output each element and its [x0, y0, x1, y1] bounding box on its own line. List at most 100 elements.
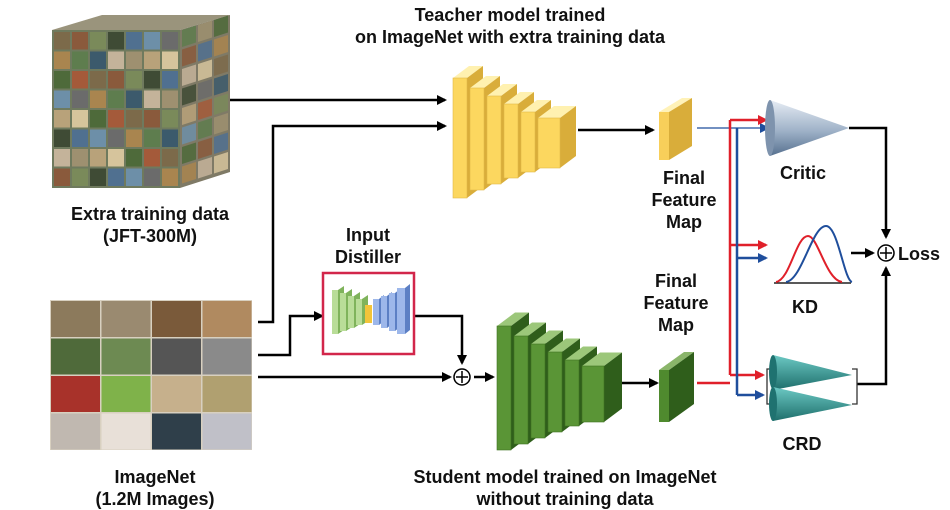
extra-data-caption-line2: (JFT-300M) [102, 226, 198, 246]
cube-photo-tile [162, 51, 178, 69]
cube-photo-tile [54, 168, 70, 186]
imagenet-caption: ImageNet (1.2M Images) [70, 466, 240, 510]
cube-side-tile [198, 137, 212, 159]
cube-photo-tile [126, 149, 142, 167]
cube-side-tile [214, 93, 228, 115]
cube-photo-tile [126, 129, 142, 147]
teacher-layer [537, 117, 561, 169]
imagenet-photo-tile [152, 338, 201, 375]
cube-photo-tile [126, 110, 142, 128]
imagenet-photo-tile [51, 376, 100, 412]
cube-photo-tile [72, 168, 88, 186]
student-caption-line2: without training data [476, 489, 654, 509]
cube-photo-tile [108, 51, 124, 69]
student-layer-top [514, 322, 546, 336]
cube-photo-tile [90, 129, 106, 147]
cube-photo-tile [126, 51, 142, 69]
imagenet-photo-tile [101, 338, 151, 375]
student-layer [564, 359, 580, 427]
cube-photo-tile [54, 110, 70, 128]
distiller-encoder-layer [348, 296, 354, 328]
student-layer-top [565, 346, 597, 360]
teacher-network [452, 66, 576, 199]
imagenet-photo-tile [101, 413, 151, 450]
cube-photo-tile [90, 32, 106, 50]
cube-photo-tile [162, 149, 178, 167]
cube-side-tile [182, 64, 196, 86]
teacher-feature-line3: Map [666, 212, 702, 232]
cube-side-tile [214, 113, 228, 135]
distiller-encoder-layer [356, 299, 362, 325]
sum-node-icon [453, 368, 471, 386]
teacher-layer-top [470, 76, 500, 88]
loss-label: Loss [898, 244, 941, 264]
cube-photo-tile [144, 149, 160, 167]
imagenet-caption-line1: ImageNet [114, 467, 196, 487]
cube-photo-tile [126, 90, 142, 108]
cube-photo-tile [162, 71, 178, 89]
distiller-decoder-layer [381, 296, 387, 328]
cube-photo-tile [108, 110, 124, 128]
imagenet-photo-tile [202, 413, 252, 450]
cube-photo-tile [72, 71, 88, 89]
cube-photo-tile [108, 129, 124, 147]
imagenet-mosaic-icon [50, 300, 252, 450]
extra-data-cube-icon [52, 15, 230, 188]
student-feature-line3: Map [658, 315, 694, 335]
cube-photo-tile [54, 51, 70, 69]
cube-photo-tile [90, 90, 106, 108]
teacher-layer-side [560, 106, 576, 168]
extra-data-caption: Extra training data (JFT-300M) [40, 203, 260, 247]
teacher-caption: Teacher model trained on ImageNet with e… [320, 4, 700, 48]
imagenet-photo-tile [152, 376, 201, 412]
imagenet-caption-line2: (1.2M Images) [95, 489, 215, 509]
teacher-layer-top [504, 92, 534, 104]
cube-photo-tile [54, 149, 70, 167]
cube-photo-tile [162, 168, 178, 186]
cube-photo-tile [144, 129, 160, 147]
teacher-feature-line1: Final [662, 168, 705, 188]
crd-label: CRD [782, 434, 822, 454]
cube-photo-tile [162, 32, 178, 50]
cube-photo-tile [108, 168, 124, 186]
cube-side-tile [182, 84, 196, 106]
cube-side-tile [182, 25, 196, 47]
teacher-feature-caption: Final Feature Map [634, 167, 734, 233]
imagenet-photo-tile [202, 376, 252, 412]
cube-side-tile [198, 59, 212, 81]
teacher-caption-line1: Teacher model trained [414, 5, 606, 25]
imagenet-photo-tile [152, 301, 201, 337]
distiller-decoder-layer [397, 288, 405, 334]
teacher-layer-top [487, 84, 517, 96]
teacher-feature-line2: Feature [651, 190, 717, 210]
student-feature-line2: Feature [643, 293, 709, 313]
critic-label: Critic [779, 163, 826, 183]
cube-photo-tile [144, 110, 160, 128]
critic-cone-icon [765, 100, 849, 156]
kd-label: KD [792, 297, 818, 317]
distiller-bottleneck [365, 305, 372, 323]
cube-photo-tile [72, 149, 88, 167]
cube-photo-tile [126, 32, 142, 50]
imagenet-photo-tile [101, 301, 151, 337]
distiller-decoder-layer [389, 293, 395, 331]
student-layer-side [604, 352, 622, 422]
distiller-encoder-layer [340, 293, 346, 331]
cube-photo-tile [144, 168, 160, 186]
distiller-caption: Input Distiller [318, 224, 418, 268]
cube-photo-tile [72, 90, 88, 108]
student-feature-map [659, 352, 694, 422]
cube-photo-tile [90, 168, 106, 186]
cube-photo-tile [108, 71, 124, 89]
student-layer-top [582, 352, 622, 366]
cube-photo-tile [162, 90, 178, 108]
cube-photo-tile [108, 32, 124, 50]
distiller-caption-line2: Distiller [334, 247, 402, 267]
distiller-decoder-side [405, 284, 410, 334]
cube-side-tile [198, 98, 212, 120]
cube-photo-tile [72, 51, 88, 69]
cube-photo-tile [126, 71, 142, 89]
student-caption: Student model trained on ImageNet withou… [355, 466, 775, 510]
teacher-layer [486, 95, 502, 185]
cube-photo-tile [144, 32, 160, 50]
